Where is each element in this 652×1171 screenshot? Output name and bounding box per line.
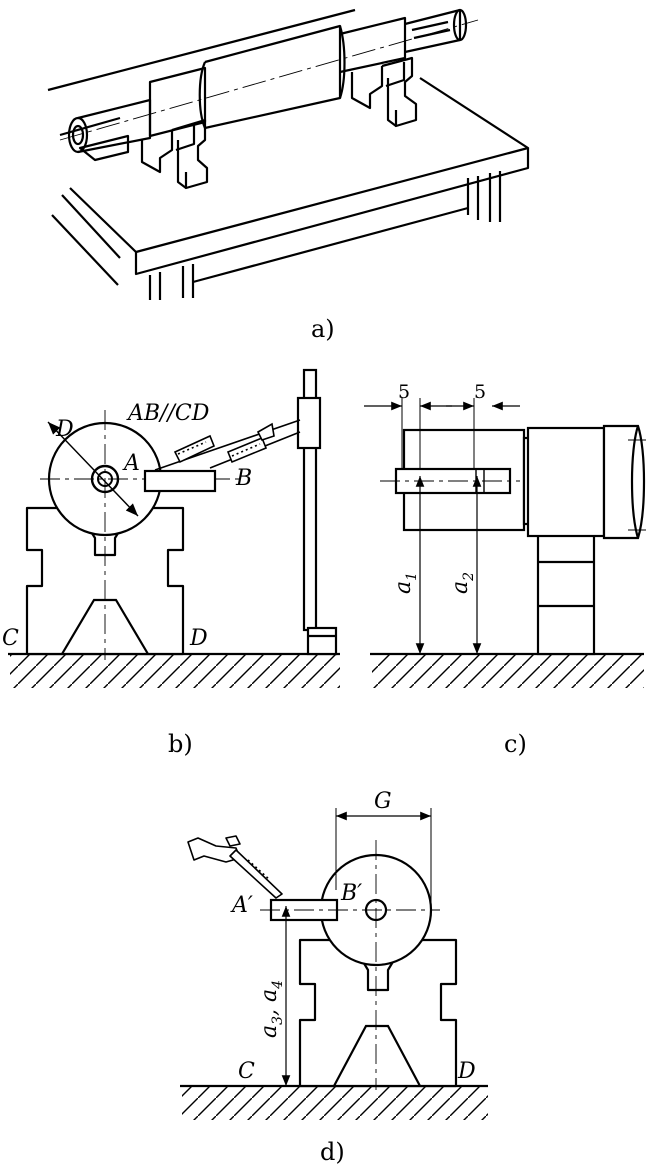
ground-hatch-b <box>10 654 340 688</box>
ground-hatch-d <box>182 1086 488 1120</box>
label-a3-a4: a3, a4 <box>257 980 286 1038</box>
label-a-b: A <box>122 451 140 476</box>
label-parallel-b: AB//CD <box>126 401 210 426</box>
hand-gauge-d <box>187 835 283 899</box>
diameter-arrow-b <box>47 421 139 517</box>
caption-b: b) <box>168 730 193 758</box>
ground-hatch-c <box>372 654 644 688</box>
gauge-stand-b <box>296 368 338 656</box>
figure-a-isometric <box>47 8 530 300</box>
v-block-d <box>298 938 458 1088</box>
key-b <box>143 469 217 493</box>
label-d-d: D <box>457 1059 476 1084</box>
figure-d-rotated: G a3, a4 A′ B′ C D <box>180 789 488 1120</box>
shaft-side-c <box>394 424 646 540</box>
label-b-prime-d: B′ <box>340 881 362 906</box>
dim-label-2: 5 <box>474 381 486 403</box>
label-a1: a1 <box>391 572 420 594</box>
label-diameter-b: D <box>55 417 74 442</box>
caption-d: d) <box>320 1138 345 1166</box>
v-block-side-c <box>536 516 596 656</box>
label-a2: a2 <box>448 572 477 594</box>
label-c-b: C <box>2 626 19 651</box>
surface-plate <box>47 8 530 300</box>
caption-c: c) <box>504 730 527 758</box>
dial-gauges-b <box>154 419 301 471</box>
figure-b-front: D AB//CD A B C D <box>2 368 340 688</box>
label-g: G <box>374 789 392 814</box>
v-block-right <box>350 56 418 128</box>
label-d-b: D <box>189 626 208 651</box>
label-b-b: B <box>235 466 252 491</box>
dim-label-1: 5 <box>398 381 410 403</box>
label-a-prime-d: A′ <box>230 893 253 918</box>
shaft <box>59 8 479 154</box>
figure-c-side: 5 5 a1 a2 <box>364 381 646 688</box>
label-c-d: C <box>238 1059 255 1084</box>
caption-a: a) <box>311 315 335 343</box>
key-tab <box>78 134 130 162</box>
